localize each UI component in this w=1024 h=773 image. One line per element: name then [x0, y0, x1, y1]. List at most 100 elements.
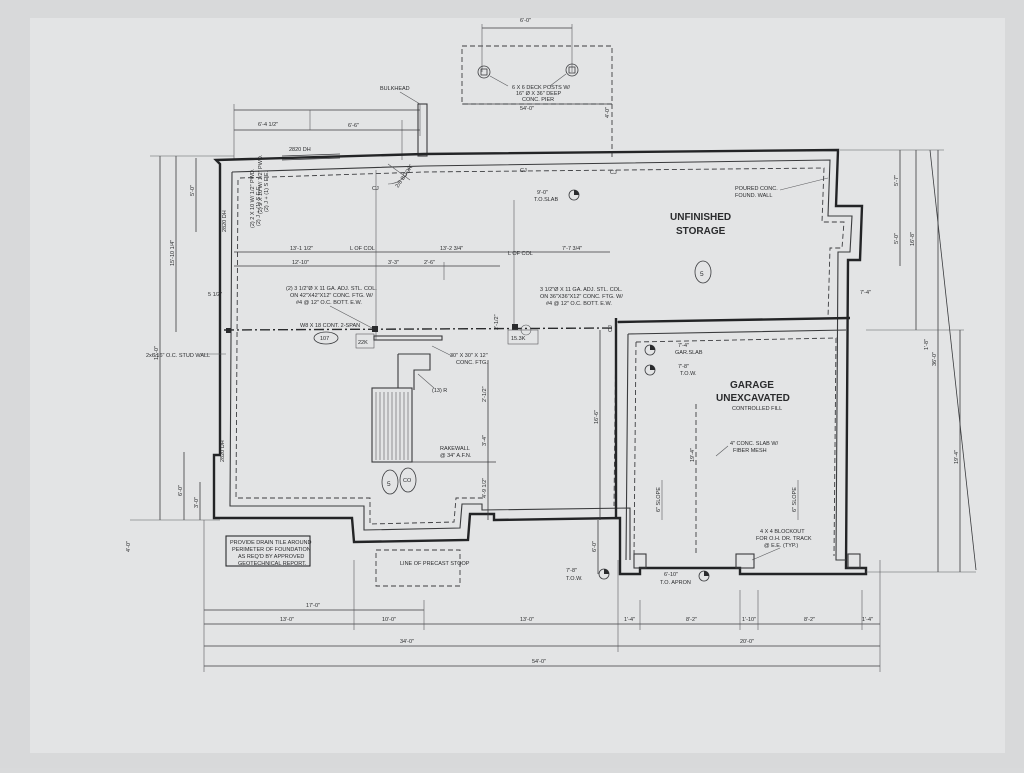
dim-right-5: 36'-0" — [932, 352, 938, 366]
blockout-note: 4 X 4 BLOCKOUT — [760, 529, 805, 535]
drain-note: PROVIDE DRAIN TILE AROUND — [230, 540, 312, 546]
drain-note: GEOTECHNICAL REPORT. — [238, 561, 307, 567]
cj-marker: CJ — [608, 325, 614, 332]
dim-top-2: 6'-6" — [348, 123, 359, 129]
slope-right: 6" SLOPE — [792, 487, 798, 512]
dim-right-3: 16'-8" — [910, 232, 916, 246]
col-left-note: (2) 3 1/2"Ø X 11 GA. ADJ. STL. COL. — [286, 286, 377, 292]
garage-slab-note: 4" CONC. SLAB W/ — [730, 441, 779, 447]
poured-wall-note: POURED CONC. — [735, 186, 778, 192]
deck-posts-note: 6 X 6 DECK POSTS W/ — [512, 85, 571, 91]
dim-bot-a4: 13'-0" — [520, 617, 534, 623]
joist-note-1: (2) 2 X 10 W/ 1/2" PWD. — [258, 154, 264, 214]
gar-slab-label: GAR.SLAB — [675, 350, 703, 356]
stud-wall-note: 2x6 16" O.C. STUD WALL — [146, 353, 210, 359]
dim-mid-4: 16'-6" — [594, 410, 600, 424]
dim-mid-vert-0: 2'-1/2" — [494, 314, 500, 330]
dim-left-6: 3'-0" — [194, 497, 200, 508]
dim-row-b2: 3'-3" — [388, 260, 399, 266]
garage-title: GARAGE — [730, 380, 774, 391]
window-left-bottom: 2820 DH — [220, 440, 226, 462]
footing-note: 30" X 30" X 12" — [450, 353, 488, 359]
col-right-note: ON 36"X36"X12" CONC. FTG. W/ — [540, 294, 623, 300]
section-circle-icon — [694, 260, 712, 284]
dim-bot-a2: 13'-0" — [280, 617, 294, 623]
slab-label: T.O.SLAB — [534, 197, 558, 203]
dim-row-a3: 7'-7 3/4" — [562, 246, 582, 252]
deck-posts-note: CONC. PIER — [522, 97, 554, 103]
deck-width-dim: 54'-0" — [520, 106, 534, 112]
dim-left-3: 5'-0" — [190, 185, 196, 196]
garage-slab-note: FIBER MESH — [733, 448, 767, 454]
tow2-label: T.O.W. — [566, 576, 583, 582]
cj-marker: CJ — [520, 168, 527, 174]
dim-right-2: 5'-0" — [894, 233, 900, 244]
cj-marker: CJ — [610, 170, 617, 176]
dim-bot-a3: 10'-0" — [382, 617, 396, 623]
dim-bot-b1: 1'-4" — [624, 617, 635, 623]
dim-bot-b3: 1'-10" — [742, 617, 756, 623]
garage-fill: CONTROLLED FILL — [732, 406, 782, 412]
steel-column-icon — [226, 328, 231, 333]
rakewall-label: @ 34" A.F.N. — [440, 453, 472, 459]
dim-right-4: 7'-4" — [860, 290, 871, 296]
dim-bot-a1: 17'-0" — [306, 603, 320, 609]
beam-tag: 107 — [320, 336, 329, 342]
joist-note-2: (2) 2 X 10 W/ 1/2" PWD. — [250, 168, 256, 228]
dim-right-1: 5'-7" — [894, 175, 900, 186]
dim-right-7: 1'-8" — [924, 339, 930, 350]
load-153k: 15.3K — [511, 336, 526, 342]
beam-label: W8 X 18 CONT. 2-SPAN — [300, 323, 360, 329]
deck-posts-note: 16" Ø X 36" DEEP — [516, 91, 562, 97]
left-dimensions — [130, 155, 234, 521]
blockout-icon — [847, 553, 861, 569]
dim-row-b1: 12'-10" — [292, 260, 309, 266]
dim-mid-1: 2'-1/2" — [482, 386, 488, 402]
dim-right-6: 19'-4" — [954, 450, 960, 464]
window-left-top: 2820 DH — [222, 210, 228, 232]
section-tag-co: CO — [403, 478, 412, 484]
col-right-note: 3 1/2"Ø X 11 GA. ADJ. STL. COL. — [540, 287, 623, 293]
garage-vert-dim: 19'-4" — [690, 448, 696, 462]
tow-dim: 7'-8" — [678, 364, 689, 370]
deck-dim-vert: 4'-0" — [605, 107, 611, 118]
dim-left-1: 15'-0" — [154, 346, 160, 360]
garage-title: UNEXCAVATED — [716, 393, 790, 404]
dim-bot-total: 54'-0" — [532, 659, 546, 665]
drain-note-box — [225, 535, 311, 567]
dim-left-2: 15'-10 1/4" — [170, 240, 176, 266]
section-circle-icon — [399, 467, 417, 493]
window-top — [281, 153, 341, 161]
col-left-note: ON 42"X42"X12" CONC. FTG. W/ — [290, 293, 373, 299]
middle-dimensions — [487, 330, 601, 574]
beam-tag-icon — [313, 331, 339, 345]
slab-dim: 9'-0" — [537, 190, 548, 196]
dim-left-4: 5 1/2" — [208, 292, 222, 298]
precast-stoop — [375, 549, 461, 587]
stair-risers: (13) R — [432, 388, 447, 394]
dim-row-a2: 13'-2 3/4" — [440, 246, 463, 252]
load-22k: 22K — [358, 340, 368, 346]
dim-bot-b5: 1'-4" — [862, 617, 873, 623]
apron-dim: 6'-10" — [664, 572, 678, 578]
dim-mid-5: 6'-0" — [592, 541, 598, 552]
section-tag-s: 5 — [387, 481, 391, 488]
col-right-note: #4 @ 12" O.C. BOTT. E.W. — [546, 301, 612, 307]
rakewall-label: RAKEWALL — [440, 446, 470, 452]
blockout-icon — [633, 553, 647, 569]
foundation-walls — [212, 148, 868, 576]
bulkhead-label: BULKHEAD — [380, 86, 410, 92]
apron-label: T.O. APRON — [660, 580, 691, 586]
dim-left-7: 4'-0" — [126, 541, 132, 552]
dim-bot-c1: 34'-0" — [400, 639, 414, 645]
dim-bot-b2: 8'-2" — [686, 617, 697, 623]
storage-title: UNFINISHED — [670, 212, 731, 223]
slope-left: 6" SLOPE — [656, 487, 662, 512]
dim-top-1: 6'-4 1/2" — [258, 122, 278, 128]
dim-row-b3: 2'-6" — [424, 260, 435, 266]
deck-piers — [461, 24, 613, 160]
paper-sheet — [30, 18, 1005, 753]
drain-note: AS REQ'D BY APPROVED — [238, 554, 304, 560]
dim-left-5: 6'-0" — [178, 485, 184, 496]
